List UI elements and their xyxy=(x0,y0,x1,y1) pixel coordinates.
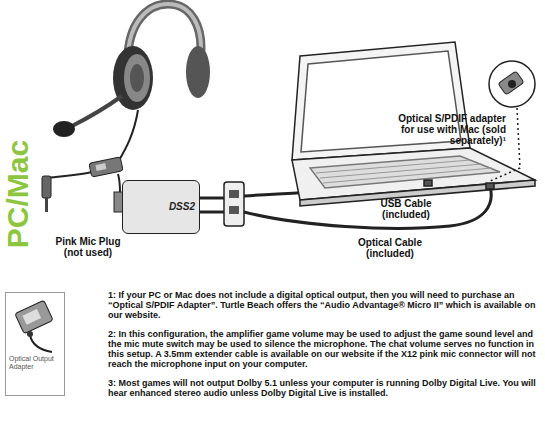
footnote: 2: In this configuration, the amplifier … xyxy=(108,329,542,369)
callout-label: Optical S/PDIF adapter for use with Mac … xyxy=(394,113,506,146)
node-text: DSS2 xyxy=(123,181,199,212)
node-text: Optical Output Adapter xyxy=(6,293,64,371)
laptop xyxy=(292,42,535,206)
footnote: 1: If your PC or Mac does not include a … xyxy=(108,290,542,320)
plug-label: Pink Mic Plug (not used) xyxy=(52,236,124,258)
inline-controller xyxy=(89,157,123,177)
footnote: 3: Most games will not output Dolby 5.1 … xyxy=(108,378,542,398)
page-title: PC/Mac xyxy=(1,140,35,248)
inset-adapter-picture xyxy=(15,300,53,352)
pink-mic-plug xyxy=(42,176,51,212)
amplifier-box: DSS2 xyxy=(122,180,200,234)
cable-label: Optical Cable (included) xyxy=(335,237,445,259)
headset xyxy=(53,4,210,137)
inset-box: Optical Output Adapter xyxy=(5,292,65,396)
cable-label: USB Cable (included) xyxy=(360,198,452,220)
